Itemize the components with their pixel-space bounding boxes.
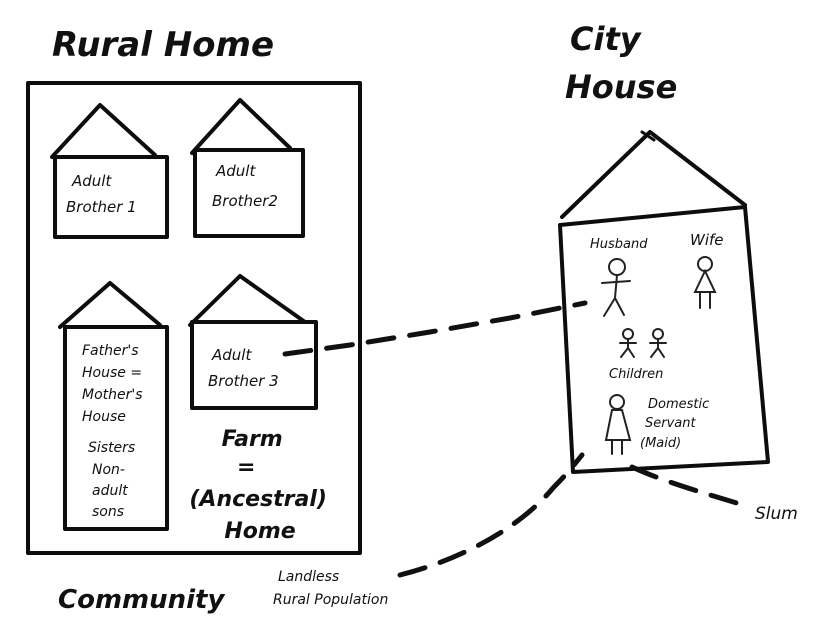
wife-dress <box>693 268 717 293</box>
wife-label: Wife <box>690 231 724 249</box>
father-members-line-3: adult <box>92 483 128 499</box>
farm-line-3: (Ancestral) <box>189 487 327 512</box>
brother-3-line-2: Brother 3 <box>208 372 279 390</box>
father-members-line-4: sons <box>92 504 124 520</box>
rural-home-boundary <box>26 81 362 555</box>
house-father-members: Sisters Non- adult sons <box>88 440 140 520</box>
landless-line-2: Rural Population <box>273 592 388 608</box>
house-brother-1-label: Adult Brother 1 <box>66 172 137 216</box>
husband-figure <box>601 258 631 317</box>
servant-label: Domestic Servant (Maid) <box>640 397 713 451</box>
landless-line-1: Landless <box>278 569 339 585</box>
servant-line-3: (Maid) <box>640 436 681 451</box>
husband-label: Husband <box>590 237 648 252</box>
child-2-head <box>652 328 664 340</box>
city-line-2: House <box>565 68 677 106</box>
house-brother-3-roof <box>188 274 307 327</box>
house-brother-1-roof <box>50 103 157 159</box>
child-2-legs <box>650 346 665 358</box>
city-house-body <box>558 205 770 474</box>
wife-figure <box>693 256 717 309</box>
city-house-roof-peak <box>640 130 656 142</box>
father-line-2: House = <box>82 365 142 381</box>
brother-2-line-1: Adult <box>215 162 256 180</box>
husband-arms <box>601 280 631 284</box>
house-brother-3-body <box>190 320 318 410</box>
house-father-body <box>63 325 169 531</box>
servant-dress <box>604 409 632 441</box>
father-line-3: Mother's <box>82 387 143 403</box>
child-1-head <box>622 328 634 340</box>
father-line-4: House <box>82 409 126 425</box>
brother-1-line-2: Brother 1 <box>66 198 137 216</box>
city-house-title: City House <box>565 20 677 106</box>
brother-1-line-1: Adult <box>71 172 112 190</box>
house-brother-1: Adult Brother 1 <box>50 103 169 239</box>
link-city-to-slum <box>629 464 743 507</box>
servant-line-2: Servant <box>645 416 696 431</box>
farm-line-2: = <box>237 455 255 480</box>
father-line-1: Father's <box>82 343 139 359</box>
house-father: Father's House = Mother's House Sisters … <box>58 281 169 531</box>
house-brother-2-roof <box>190 98 292 155</box>
child-1-legs <box>620 346 635 358</box>
house-brother-3: Adult Brother 3 <box>188 274 318 410</box>
city-house-roof <box>560 130 747 219</box>
farm-line-4: Home <box>224 519 295 544</box>
husband-legs <box>603 295 625 317</box>
city-line-1: City <box>570 20 642 58</box>
house-brother-1-body <box>53 155 169 239</box>
community-label: Community <box>58 585 225 615</box>
house-father-label: Father's House = Mother's House <box>82 343 147 425</box>
migration-link-landless-to-city <box>397 452 585 578</box>
brother-2-line-2: Brother2 <box>212 192 278 210</box>
father-members-line-1: Sisters <box>88 440 135 456</box>
farm-label: Farm = (Ancestral) Home <box>189 427 334 544</box>
brother-3-line-1: Adult <box>211 346 252 364</box>
children-label: Children <box>609 367 663 382</box>
house-brother-2-body <box>193 148 305 238</box>
servant-line-1: Domestic <box>648 397 709 412</box>
house-brother-2: Adult Brother2 <box>190 98 305 238</box>
migration-link-brother-to-husband <box>282 300 588 357</box>
slum-label: Slum <box>755 504 798 524</box>
house-father-roof <box>58 281 162 329</box>
farm-line-1: Farm <box>222 427 283 452</box>
father-members-line-2: Non- <box>92 462 125 478</box>
house-brother-3-label: Adult Brother 3 <box>208 346 279 390</box>
rural-home-title: Rural Home <box>52 25 274 65</box>
servant-figure <box>604 394 632 455</box>
servant-head <box>609 394 625 410</box>
children-figures <box>619 328 667 358</box>
husband-head <box>608 258 626 276</box>
landless-label: Landless Rural Population <box>273 569 388 608</box>
husband-torso <box>614 274 618 299</box>
house-brother-2-label: Adult Brother2 <box>212 162 278 210</box>
